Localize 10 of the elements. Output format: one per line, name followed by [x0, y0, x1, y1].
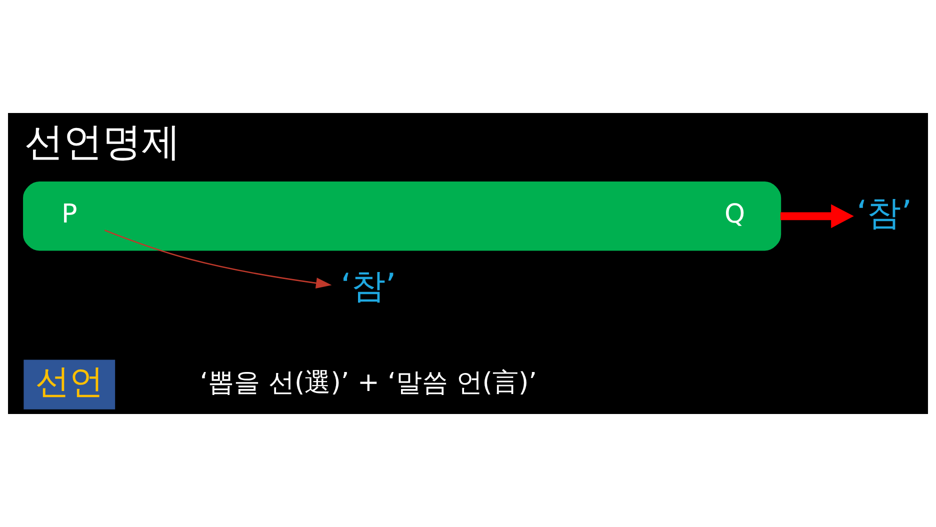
node-text: Q: [724, 200, 746, 230]
cluster: [23, 182, 782, 251]
node-box: 선언: [24, 360, 116, 410]
diagram-title: 선언명제: [24, 120, 181, 165]
label: ‘뽑을 선(選)’ + ‘말씀 언(言)’: [200, 368, 537, 398]
arrow: [104, 230, 332, 289]
node-text: ‘참’: [340, 266, 396, 307]
node-text: P: [62, 200, 78, 230]
arrow: [780, 204, 854, 228]
node-text: ‘참’: [856, 193, 912, 234]
